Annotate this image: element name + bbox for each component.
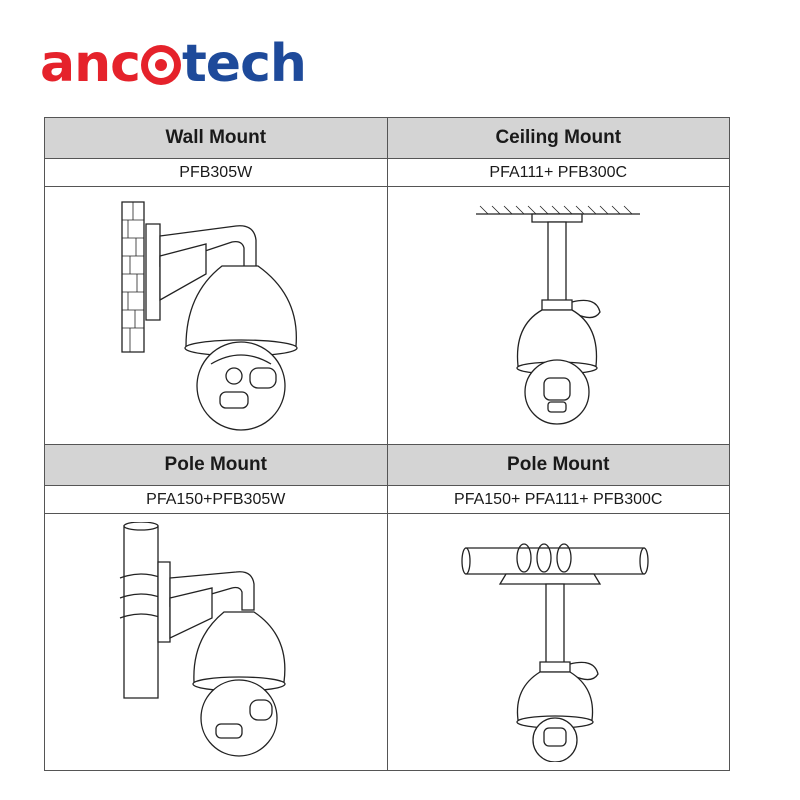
mount-picture-cell-wall [44,186,388,445]
mount-model-wall: PFB305W [44,158,388,187]
ceiling-mount-camera-icon [458,196,658,436]
mount-title-ceiling: Ceiling Mount [386,117,730,159]
logo-text-part1: anc [40,34,141,94]
pole-pendant-mount-camera-icon [458,522,658,762]
mount-picture-cell-ceiling [386,186,730,445]
mount-title-pole-pendant: Pole Mount [386,444,730,486]
table-row-models-bottom: PFA150+PFB305W PFA150+ PFA111+ PFB300C [44,485,730,514]
mount-picture-cell-pole-wall [44,513,388,771]
logo-text-part2: tech [181,34,307,94]
logo-o-mark-icon [140,45,181,85]
table-row-titles-bottom: Pole Mount Pole Mount [44,444,730,486]
table-row-titles-top: Wall Mount Ceiling Mount [44,117,730,159]
table-row-pictures-bottom [44,513,730,771]
mount-title-pole-wall: Pole Mount [44,444,388,486]
mount-options-table: Wall Mount Ceiling Mount PFB305W PFA111+… [44,117,730,771]
wall-mount-camera-icon [116,196,316,436]
mount-model-pole-wall: PFA150+PFB305W [44,485,388,514]
mount-model-ceiling: PFA111+ PFB300C [386,158,730,187]
mount-title-wall: Wall Mount [44,117,388,159]
mount-model-pole-pendant: PFA150+ PFA111+ PFB300C [386,485,730,514]
mount-picture-cell-pole-pendant [386,513,730,771]
table-row-pictures-top [44,186,730,445]
table-row-models-top: PFB305W PFA111+ PFB300C [44,158,730,187]
pole-wall-mount-camera-icon [116,522,316,762]
